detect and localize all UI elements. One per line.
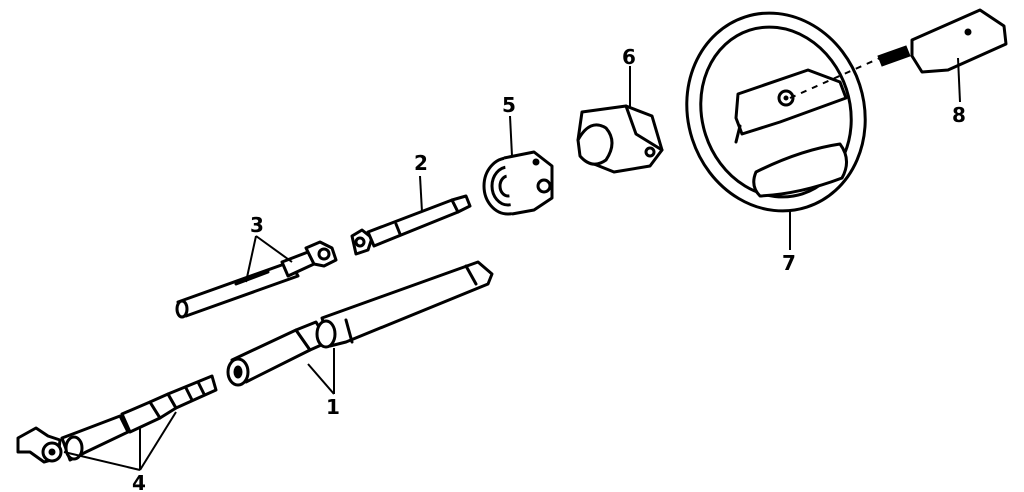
callout-3: 3 xyxy=(250,213,264,237)
callout-1: 1 xyxy=(326,395,340,419)
part-3-intermediate-shaft xyxy=(175,240,338,319)
part-4-lower-shaft-assembly xyxy=(16,374,218,464)
callout-6: 6 xyxy=(622,45,636,69)
callout-8: 8 xyxy=(952,103,966,127)
part-1-column-jacket xyxy=(226,260,494,387)
callout-2: 2 xyxy=(414,151,428,175)
part-5-lock-housing xyxy=(482,150,554,216)
callout-7: 7 xyxy=(782,251,796,275)
callout-4: 4 xyxy=(132,471,146,492)
assembly-axis-line xyxy=(789,57,881,99)
part-7-steering-wheel xyxy=(685,11,867,213)
leader-lines xyxy=(63,57,961,471)
callout-5: 5 xyxy=(502,93,516,117)
part-2-upper-shaft xyxy=(350,194,472,256)
part-8-horn-pad xyxy=(877,8,1008,74)
part-6-upper-housing xyxy=(576,104,664,174)
